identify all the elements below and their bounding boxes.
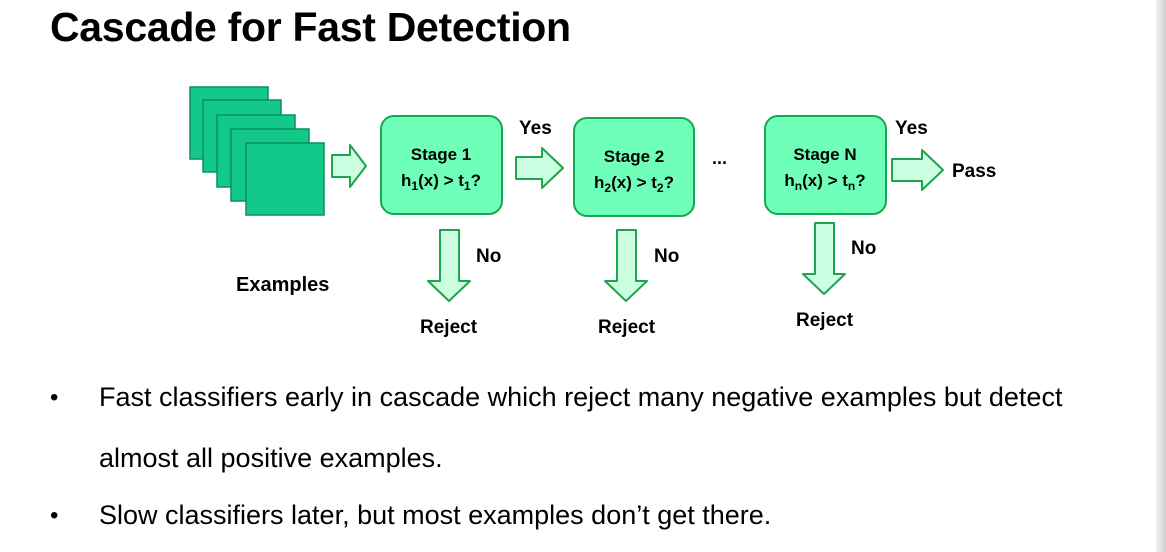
stage-box-2: [573, 117, 695, 217]
no-label: No: [476, 246, 501, 267]
arrow-right-icon: [331, 144, 367, 188]
arrow-down-icon: [427, 229, 471, 302]
arrow-down-icon: [604, 229, 648, 302]
stage-test: hn(x) > tn?: [784, 171, 865, 193]
stage-test: h1(x) > t1?: [401, 171, 481, 193]
window-edge: [1156, 0, 1166, 552]
example-stack: [189, 86, 325, 216]
bullet-text-line: Slow classifiers later, but most example…: [99, 500, 772, 530]
arrow-right-icon: [891, 149, 944, 191]
bullet-text-line: Fast classifiers early in cascade which …: [99, 382, 1063, 412]
bullet-marker: •: [50, 502, 59, 529]
bullet-text-line: almost all positive examples.: [99, 443, 443, 473]
reject-label: Reject: [796, 310, 854, 331]
arrow-right-icon: [515, 147, 564, 189]
pass-label: Pass: [952, 161, 996, 182]
no-label: No: [654, 246, 679, 267]
reject-label: Reject: [598, 317, 656, 338]
bullet-marker: •: [50, 384, 59, 411]
arrow-down-icon: [802, 222, 846, 295]
stage-box-1: [380, 115, 503, 215]
stage-name: Stage N: [793, 145, 856, 164]
examples-label: Examples: [236, 274, 329, 296]
stage-test: h2(x) > t2?: [594, 173, 674, 195]
reject-label: Reject: [420, 317, 478, 338]
yes-label: Yes: [895, 118, 928, 139]
slide-title: Cascade for Fast Detection: [50, 4, 571, 50]
stage-name: Stage 2: [604, 147, 664, 166]
ellipsis: ...: [712, 148, 727, 168]
no-label: No: [851, 238, 876, 259]
cascade-diagram: Examples Stage 1 h1(x) > t1? Stage 2 h2(…: [189, 86, 996, 338]
stage-box-n: [764, 115, 887, 215]
yes-label: Yes: [519, 118, 552, 139]
example-card: [245, 142, 325, 216]
stage-name: Stage 1: [411, 145, 471, 164]
